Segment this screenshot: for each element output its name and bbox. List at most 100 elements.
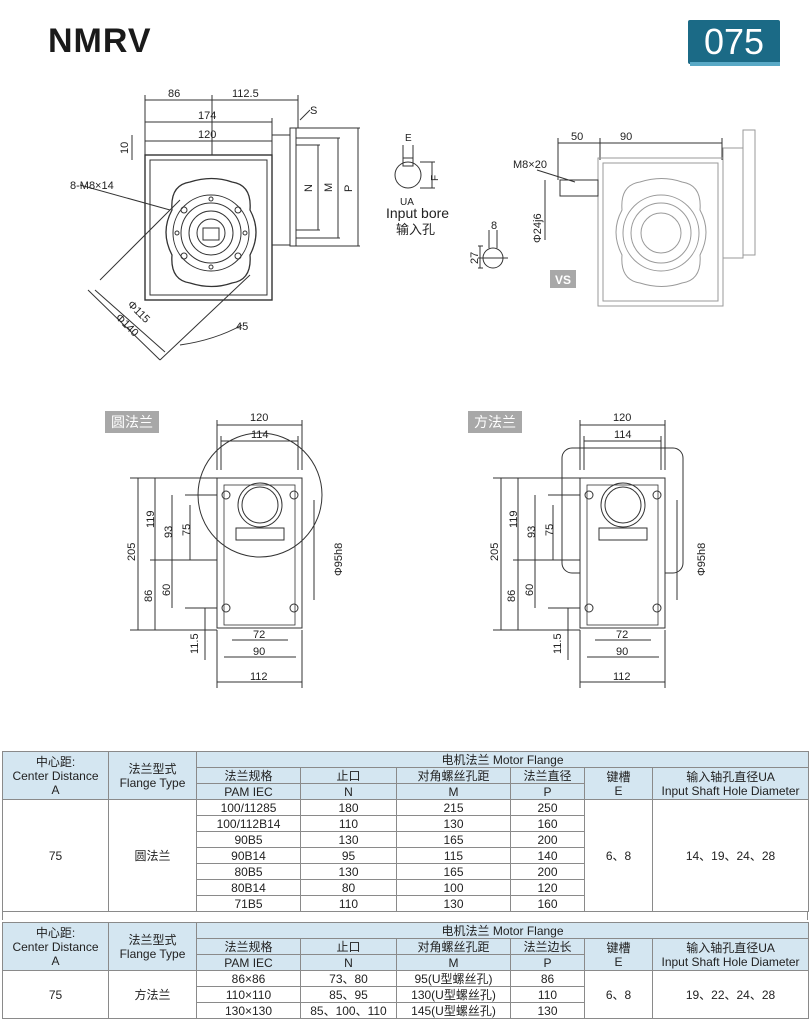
bore-dim-27: 27 — [469, 252, 481, 264]
header-n-en: N — [300, 783, 397, 800]
header-m-en: M — [396, 954, 511, 971]
dim-120: 120 — [198, 129, 216, 141]
technical-drawing: 86 112.5 174 120 10 S N M P 8-M8×14 Φ115… — [70, 88, 756, 688]
header-spec: 法兰规格 — [196, 767, 301, 784]
dim-112-5: 112.5 — [232, 88, 259, 100]
rf-dim-112: 112 — [250, 671, 268, 683]
rf-dim-11-5: 11.5 — [189, 633, 201, 654]
bore-dim-8: 8 — [491, 220, 497, 232]
sf-dim-90: 90 — [616, 646, 628, 658]
rf-dim-205: 205 — [126, 543, 138, 561]
cell-type: 圆法兰 — [108, 799, 197, 912]
table-separator — [2, 911, 808, 920]
round-flange-view — [130, 420, 323, 688]
vs-dim-90: 90 — [620, 131, 632, 143]
sf-dim-phi95: Φ95h8 — [696, 543, 708, 576]
header-m-en: M — [396, 783, 511, 800]
sf-dim-120: 120 — [613, 412, 631, 424]
rf-dim-119: 119 — [145, 510, 157, 528]
cell-e: 6、8 — [584, 970, 653, 1019]
bore-label-en: Input bore — [386, 205, 449, 221]
rf-dim-114: 114 — [251, 429, 269, 441]
header-n: 止口 — [300, 938, 397, 955]
rf-dim-75: 75 — [181, 524, 193, 536]
vs-tag: VS — [555, 273, 571, 287]
model-badge-underline — [690, 62, 780, 66]
dim-174: 174 — [198, 110, 216, 122]
rf-dim-phi95: Φ95h8 — [333, 543, 345, 576]
rf-dim-90: 90 — [253, 646, 265, 658]
header-m: 对角螺丝孔距 — [396, 938, 511, 955]
dim-86: 86 — [168, 88, 180, 100]
header-m: 对角螺丝孔距 — [396, 767, 511, 784]
header-n: 止口 — [300, 767, 397, 784]
bore-f: F — [430, 175, 441, 181]
bore-ua: UA — [400, 197, 414, 208]
sf-dim-75: 75 — [544, 524, 556, 536]
cell-ua: 14、19、24、28 — [651, 799, 810, 912]
round-flange-tag: 圆法兰 — [105, 411, 159, 433]
header-p: 法兰边长 — [510, 938, 585, 955]
header-spec-en: PAM IEC — [196, 783, 301, 800]
cell-type: 方法兰 — [108, 970, 197, 1019]
top-view — [79, 95, 360, 361]
model-badge: 075 — [688, 20, 780, 64]
cell-center: 75 — [2, 799, 109, 912]
header-p-en: P — [510, 954, 585, 971]
dim-n: N — [303, 184, 315, 192]
vs-dim-50: 50 — [571, 131, 583, 143]
header-n-en: N — [300, 954, 397, 971]
rf-dim-60: 60 — [161, 584, 173, 596]
sf-dim-112: 112 — [613, 671, 631, 683]
page-title: NMRV — [48, 22, 152, 60]
bore-e: E — [405, 133, 412, 144]
sf-dim-114: 114 — [614, 429, 632, 441]
header-spec: 法兰规格 — [196, 938, 301, 955]
dim-bolt: 8-M8×14 — [70, 180, 114, 192]
dim-m: M — [323, 183, 335, 192]
sf-dim-11-5: 11.5 — [552, 633, 564, 654]
sf-dim-93: 93 — [526, 526, 538, 538]
sf-dim-119: 119 — [508, 510, 520, 528]
header-p: 法兰直径 — [510, 767, 585, 784]
dim-s: S — [310, 105, 317, 117]
rf-dim-93: 93 — [163, 526, 175, 538]
vs-m8x20: M8×20 — [513, 159, 547, 171]
sf-dim-86: 86 — [506, 590, 518, 602]
rf-dim-120: 120 — [250, 412, 268, 424]
input-bore-detail — [394, 145, 508, 269]
dim-45: 45 — [236, 321, 248, 333]
dim-10: 10 — [119, 142, 131, 154]
square-flange-view — [493, 420, 684, 688]
dim-p: P — [343, 185, 355, 192]
cell-center: 75 — [2, 970, 109, 1019]
vs-phi24: Φ24j6 — [532, 213, 544, 243]
sf-dim-72: 72 — [616, 629, 628, 641]
vs-view — [536, 129, 756, 307]
header-p-en: P — [510, 783, 585, 800]
cell-e: 6、8 — [584, 799, 653, 912]
header-motor-flange: 电机法兰 Motor Flange — [195, 751, 810, 768]
sf-dim-205: 205 — [489, 543, 501, 561]
square-flange-tag: 方法兰 — [468, 411, 522, 433]
rf-dim-72: 72 — [253, 629, 265, 641]
bore-label-cn: 输入孔 — [396, 222, 435, 237]
sf-dim-60: 60 — [524, 584, 536, 596]
